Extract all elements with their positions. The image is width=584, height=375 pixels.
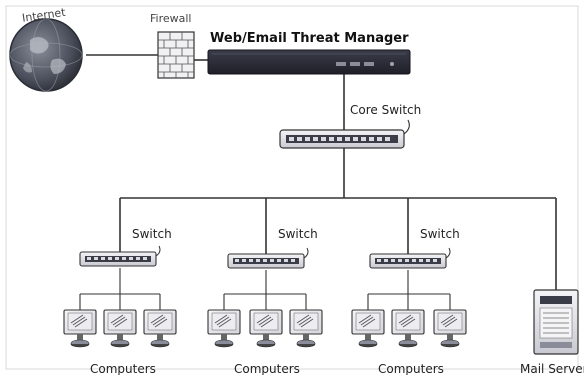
mail-server-label: Mail Server: [520, 362, 584, 375]
core-switch-icon: [279, 119, 410, 149]
switch-icon-1: [79, 245, 161, 267]
computer-icon: [433, 309, 467, 348]
mail-server-icon: [533, 289, 579, 355]
internet-label: Internet: [21, 6, 67, 25]
computer-group-3: [351, 309, 467, 348]
core-switch-label: Core Switch: [350, 103, 421, 117]
switch-label-3: Switch: [420, 227, 460, 241]
computers-label-3: Computers: [378, 362, 444, 375]
computer-icon: [103, 309, 137, 348]
computer-icon: [351, 309, 385, 348]
computers-label-1: Computers: [90, 362, 156, 375]
switch-icon-2: [227, 247, 309, 269]
diagram-frame: [5, 5, 579, 370]
computer-icon: [249, 309, 283, 348]
internet-globe-icon: [9, 18, 83, 92]
switch-label-1: Switch: [132, 227, 172, 241]
computer-group-2: [207, 309, 323, 348]
computer-icon: [63, 309, 97, 348]
computer-icon: [391, 309, 425, 348]
threat-manager-appliance-icon: [207, 49, 411, 75]
computers-label-2: Computers: [234, 362, 300, 375]
connection-lines: [79, 54, 557, 310]
switch-label-2: Switch: [278, 227, 318, 241]
firewall-label: Firewall: [150, 12, 191, 25]
switch-icon-3: [369, 247, 451, 269]
computer-icon: [207, 309, 241, 348]
computer-icon: [143, 309, 177, 348]
firewall-icon: [157, 31, 195, 79]
threat-manager-label: Web/Email Threat Manager: [210, 31, 409, 46]
computer-group-1: [63, 309, 177, 348]
computer-icon: [289, 309, 323, 348]
